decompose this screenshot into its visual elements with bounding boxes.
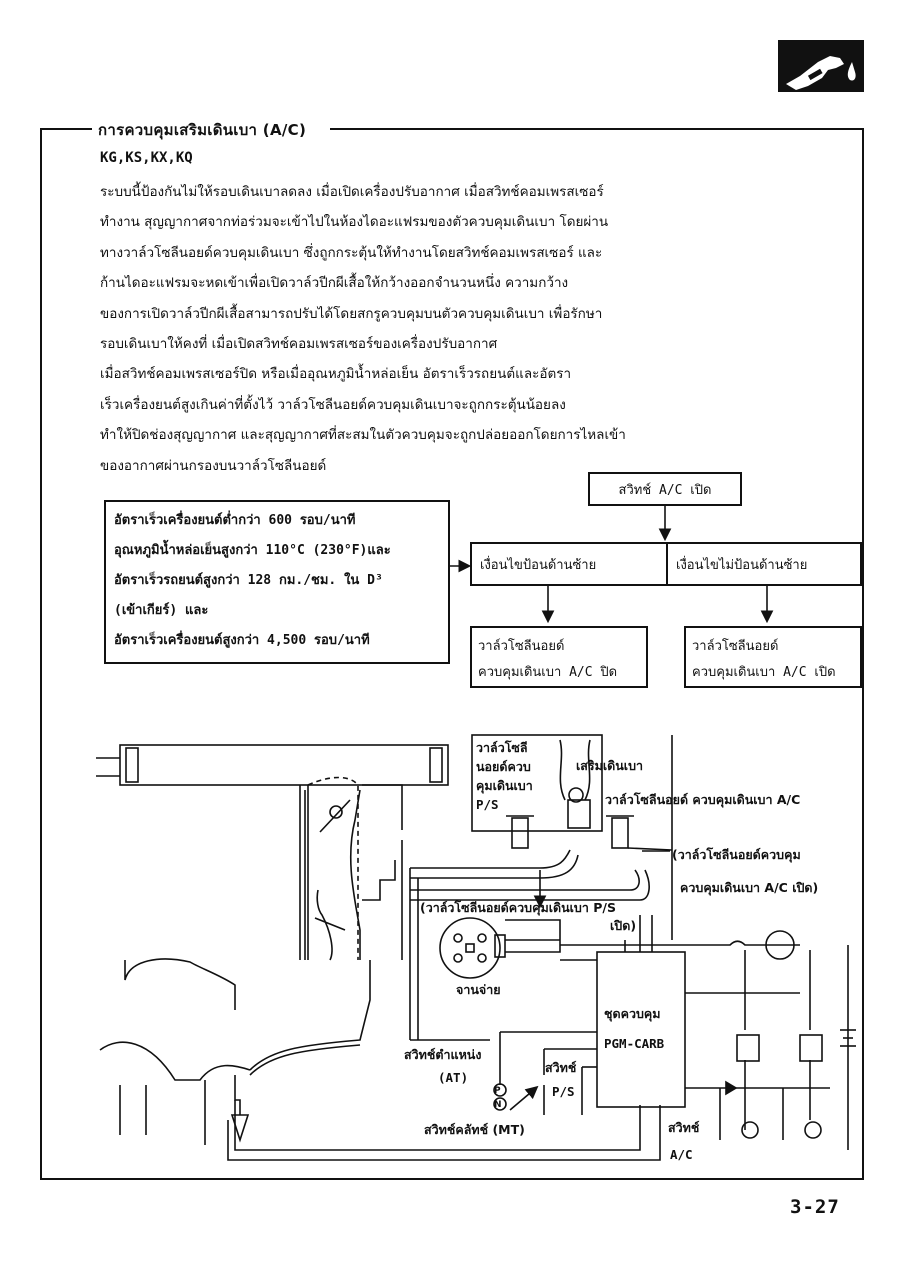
ac-valve-open-label-2: ควบคุมเดินเบา A/C เปิด) [680, 880, 819, 895]
position-switch-p [493, 1083, 507, 1097]
ps-valve-open-label-1: (วาล์วโซลีนอยด์ควบคุมเดินเบา P/S [420, 900, 616, 915]
condition-item: อัตราเร็วรถยนต์สูงกว่า 128 กม./ชม. ใน D³ [114, 573, 383, 588]
model-codes: KG,KS,KX,KQ [100, 150, 193, 166]
description-line: รอบเดินเบาให้คงที่ เมื่อเปิดสวิทช์คอมเพร… [100, 336, 498, 353]
description-line: เร็วเครื่องยนต์สูงเกินค่าที่ตั้งไว้ วาล์… [100, 396, 566, 413]
description-line: ของการเปิดวาล์วปีกผีเสื้อสามารถปรับได้โด… [100, 305, 603, 322]
valve-on-line1: วาล์วโซลีนอยด์ [692, 639, 779, 654]
page-number: 3-27 [790, 1196, 840, 1218]
ac-valve-open-label-1: (วาล์วโซลีนอยด์ควบคุม [672, 847, 801, 862]
description-paragraph: ระบบนี้ป้องกันไม่ให้รอบเดินเบาลดลง เมื่อ… [100, 177, 820, 481]
position-switch-label-2: (AT) [438, 1070, 469, 1085]
ps-valve-label-line: วาล์วโซลี [476, 740, 528, 755]
relay-switch [765, 930, 795, 960]
description-line: ระบบนี้ป้องกันไม่ให้รอบเดินเบาลดลง เมื่อ… [100, 184, 604, 200]
ps-valve-label-line: นอยด์ควบ [476, 759, 531, 774]
conditions-box: อัตราเร็วเครื่องยนต์ต่ำกว่า 600 รอบ/นาที… [104, 500, 450, 664]
description-line: ก้านไดอะแฟรมจะหดเข้าเพื่อเปิดวาล์วปีกผีเ… [100, 275, 569, 292]
valve-on-line2: ควบคุมเดินเบา A/C เปิด [692, 665, 836, 680]
relay-right [799, 1034, 823, 1062]
ps-valve-label-line: คุมเดินเบา [476, 778, 533, 793]
description-line: เมื่อสวิทช์คอมเพรสเซอร์ปิด หรือเมื่ออุณห… [100, 366, 572, 383]
ps-valve-open-label-2: เปิด) [610, 918, 637, 933]
ps-solenoid-valve [511, 817, 529, 849]
position-switch-n [493, 1097, 507, 1111]
description-line: ทำงาน สุญญากาศจากท่อร่วมจะเข้าไปในห้องได… [100, 214, 609, 231]
fuel-nozzle-icon-graphic [786, 56, 856, 90]
pgm-carb-control-unit [596, 951, 686, 1108]
distributor [439, 917, 501, 979]
idle-boost-label: เสริมเดินเบา [576, 758, 644, 773]
condition-item: (เข้าเกียร์) และ [114, 603, 209, 618]
ac-switch-on-box: สวิทช์ A/C เปิด [588, 472, 742, 506]
valve-off-line1: วาล์วโซลีนอยด์ [478, 639, 565, 654]
carb-left-wall [299, 785, 309, 960]
relay-left [736, 1034, 760, 1062]
control-unit-label-2: PGM-CARB [604, 1036, 665, 1051]
section-title: การควบคุมเสริมเดินเบา (A/C) [98, 121, 307, 139]
ac-switch-on-label: สวิทช์ A/C เปิด [618, 482, 712, 498]
ac-switch-label-2: A/C [670, 1147, 693, 1162]
clutch-switch-label: สวิทช์คลัทช์ (MT) [424, 1122, 525, 1137]
fuel-nozzle-icon [778, 40, 864, 92]
condition-item: อัตราเร็วเครื่องยนต์ต่ำกว่า 600 รอบ/นาที [114, 513, 356, 528]
frame-top-rule-right [330, 128, 862, 130]
condition-item: อุณหภูมิน้ำหล่อเย็นสูงกว่า 110°C (230°F)… [114, 543, 391, 558]
condition-met-box: เงื่อนไขป้อนด้านซ้าย [470, 542, 668, 586]
ps-valve-label-line: P/S [476, 797, 499, 812]
ac-valve-label: วาล์วโซลีนอยด์ ควบคุมเดินเบา A/C [605, 792, 801, 807]
section-frame [40, 128, 864, 1180]
valve-on-box: วาล์วโซลีนอยด์ ควบคุมเดินเบา A/C เปิด [684, 626, 862, 688]
condition-met-label: เงื่อนไขป้อนด้านซ้าย [480, 557, 597, 573]
control-unit-label-1: ชุดควบคุม [604, 1006, 661, 1021]
p-marker: P [494, 1086, 501, 1096]
ps-valve-label-box [471, 734, 603, 832]
description-line: ของอากาศผ่านกรองบนวาล์วโซลีนอยด์ [100, 457, 327, 474]
condition-item: อัตราเร็วเครื่องยนต์สูงกว่า 4,500 รอบ/นา… [114, 633, 370, 648]
position-switch-label-1: สวิทช์ตำแหน่ง [404, 1047, 482, 1062]
description-line: ทำให้ปิดช่องสุญญากาศ และสุญญากาศที่สะสมใ… [100, 427, 626, 444]
frame-top-rule-left [40, 128, 92, 130]
valve-off-box: วาล์วโซลีนอยด์ ควบคุมเดินเบา A/C ปิด [470, 626, 648, 688]
condition-not-met-label: เงื่อนไขไม่ป้อนด้านซ้าย [676, 557, 808, 573]
air-cleaner [119, 744, 449, 786]
ac-switch-label-1: สวิทช์ [668, 1120, 700, 1135]
description-line: ทางวาล์วโซลีนอยด์ควบคุมเดินเบา ซึ่งถูกกร… [100, 244, 603, 261]
ps-switch-label-1: สวิทช์ [545, 1060, 577, 1075]
condenser-fan-motor [741, 1121, 759, 1139]
ps-switch-label-2: P/S [552, 1084, 575, 1099]
ac-solenoid-valve [611, 817, 629, 849]
ps-valve-label: วาล์วโซลี นอยด์ควบ คุมเดินเบา P/S [476, 738, 533, 814]
n-marker: N [494, 1100, 502, 1110]
compressor-clutch-motor [804, 1121, 822, 1139]
valve-off-line2: ควบคุมเดินเบา A/C ปิด [478, 665, 618, 680]
distributor-label: จานจ่าย [456, 982, 501, 997]
condition-not-met-box: เงื่อนไขไม่ป้อนด้านซ้าย [666, 542, 862, 586]
idle-boost-unit [567, 799, 591, 829]
